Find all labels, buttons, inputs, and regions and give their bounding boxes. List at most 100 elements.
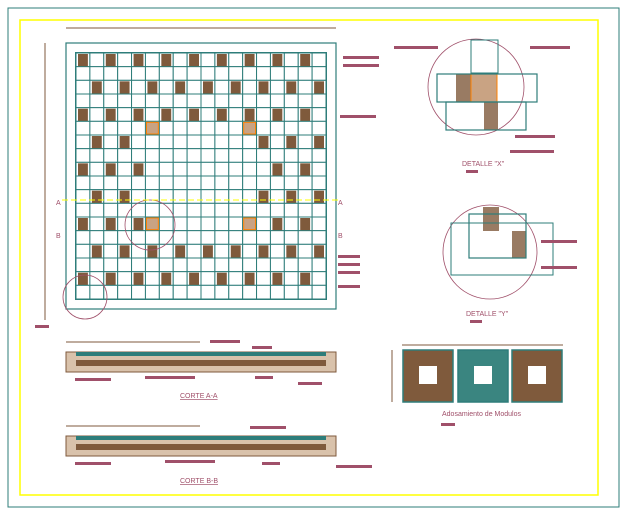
- paver-tile: [256, 216, 271, 232]
- paver-tile: [117, 271, 133, 286]
- center-tile: [158, 161, 174, 177]
- section-b-b: CORTE B-B: [65, 425, 337, 485]
- paver-tile: [297, 284, 313, 300]
- paver-tile: [89, 107, 105, 122]
- paver-tile: [297, 148, 313, 163]
- center-tile: [172, 175, 188, 191]
- floor-plan: A A B B: [44, 27, 343, 320]
- hatched-corner-tile: [243, 121, 257, 135]
- paver-tile: [131, 120, 146, 136]
- paver-tile: [297, 93, 313, 109]
- paver-tile: [131, 284, 146, 300]
- plan-outer-border: [65, 42, 337, 310]
- paver-tile: [297, 66, 313, 81]
- paver-tile: [228, 284, 244, 300]
- paver-tile: [75, 243, 91, 259]
- paver-tile: [89, 52, 105, 68]
- paver-tile: [228, 271, 244, 286]
- center-tile: [214, 120, 230, 136]
- center-tile: [228, 202, 244, 218]
- paver-tile: [269, 257, 285, 273]
- paver-tile: [311, 230, 327, 245]
- annotation-label: [541, 266, 577, 269]
- annotation-label: [298, 382, 322, 385]
- annotation-label: [343, 56, 379, 59]
- paver-tile: [103, 175, 119, 191]
- center-tile: [200, 134, 216, 150]
- paver-tile: [283, 202, 299, 218]
- paver-tile: [103, 257, 119, 273]
- center-tile: [158, 189, 174, 204]
- paver-tile: [89, 202, 105, 218]
- annotation-label: [336, 465, 372, 468]
- brick-hatch: [483, 207, 499, 231]
- paver-tile: [158, 284, 174, 300]
- paver-tile: [242, 93, 258, 109]
- center-tile: [186, 134, 202, 150]
- center-tile: [200, 148, 216, 163]
- center-tile: [214, 134, 230, 150]
- paver-tile: [131, 66, 146, 81]
- paver-tile: [75, 230, 91, 245]
- paver-tile: [269, 243, 285, 259]
- center-tile: [242, 189, 258, 204]
- paver-tile: [228, 52, 244, 68]
- center-tile: [228, 134, 244, 150]
- section-marker-b-right: B: [338, 233, 343, 240]
- annotation-label: [255, 376, 273, 379]
- paver-tile: [144, 230, 160, 245]
- paver-tile: [89, 175, 105, 191]
- paver-tile: [117, 120, 133, 136]
- brick-hatch: [456, 74, 471, 102]
- paver-tile: [117, 66, 133, 81]
- paver-tile: [75, 79, 91, 95]
- center-tile: [186, 216, 202, 232]
- paver-tile: [144, 52, 160, 68]
- paver-tile: [186, 243, 202, 259]
- paver-tile: [297, 189, 313, 204]
- paver-tile: [117, 148, 133, 163]
- hatched-corner-tile: [145, 217, 159, 231]
- title-border: [19, 19, 599, 496]
- paver-tile: [297, 175, 313, 191]
- paver-tile: [103, 79, 119, 95]
- paver-tile: [117, 230, 133, 245]
- center-tile: [214, 175, 230, 191]
- annotation-label: [35, 325, 49, 328]
- paver-tile: [144, 271, 160, 286]
- center-tile: [186, 175, 202, 191]
- paver-tile: [311, 175, 327, 191]
- paver-tile: [117, 257, 133, 273]
- paver-tile: [172, 107, 188, 122]
- center-tile: [214, 202, 230, 218]
- paver-tile: [228, 230, 244, 245]
- paver-tile: [269, 79, 285, 95]
- paver-tile: [103, 202, 119, 218]
- paver-tile: [89, 161, 105, 177]
- section-marker-b-left: B: [56, 233, 61, 240]
- hatched-corner-tile: [145, 121, 159, 135]
- annotation-label: [510, 150, 554, 153]
- paver-tile: [311, 66, 327, 81]
- paver-tile: [89, 66, 105, 81]
- paver-tile: [311, 284, 327, 300]
- center-tile: [214, 161, 230, 177]
- paver-tile: [311, 257, 327, 273]
- paver-tile: [283, 257, 299, 273]
- paver-tile: [103, 93, 119, 109]
- paver-tile: [214, 284, 230, 300]
- paver-tile: [311, 271, 327, 286]
- paver-tile: [117, 216, 133, 232]
- paver-tile: [256, 148, 271, 163]
- paver-tile: [172, 284, 188, 300]
- paver-tile: [200, 230, 216, 245]
- paver-tile: [214, 79, 230, 95]
- paver-tile: [269, 189, 285, 204]
- paver-tile: [131, 79, 146, 95]
- paver-tile: [103, 66, 119, 81]
- paver-tile: [242, 230, 258, 245]
- annotation-label: [338, 255, 360, 258]
- paver-tile: [158, 230, 174, 245]
- paver-tile: [172, 271, 188, 286]
